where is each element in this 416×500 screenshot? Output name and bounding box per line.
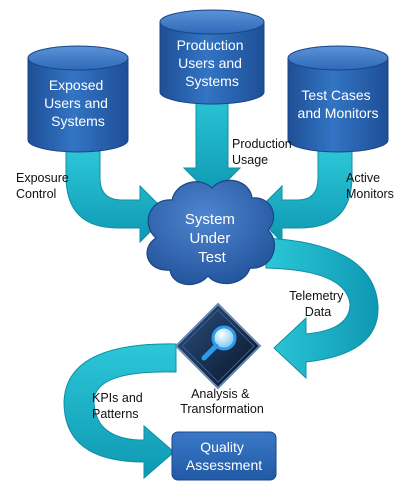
magnifying-glass-icon [201, 325, 237, 361]
test-cases-cylinder: Test Cases and Monitors [287, 45, 389, 153]
active-monitors-label: Active Monitors [346, 171, 394, 201]
exposure-control-label: Exposure Control [16, 171, 72, 201]
production-users-label: Production Users and Systems [177, 37, 248, 89]
telemetry-data-label: Telemetry Data [289, 289, 347, 319]
active-monitors-arrow [253, 149, 353, 244]
telemetry-data-arrow [265, 237, 379, 380]
kpis-patterns-arrow [63, 343, 177, 480]
production-users-cylinder: Production Users and Systems [159, 9, 265, 105]
quality-assessment-label: Quality Assessment [186, 439, 262, 473]
exposed-users-label: Exposed Users and Systems [44, 77, 112, 129]
quality-assessment-box: Quality Assessment [171, 431, 277, 481]
test-cases-label: Test Cases and Monitors [298, 87, 379, 121]
exposed-users-cylinder: Exposed Users and Systems [27, 45, 129, 153]
analysis-label: Analysis & Transformation [180, 387, 264, 416]
kpis-patterns-label: KPIs and Patterns [92, 391, 146, 421]
system-under-test-label: System Under Test [185, 211, 239, 266]
production-usage-label: Production Usage [232, 137, 295, 167]
system-under-test-cloud: System Under Test [146, 179, 276, 286]
